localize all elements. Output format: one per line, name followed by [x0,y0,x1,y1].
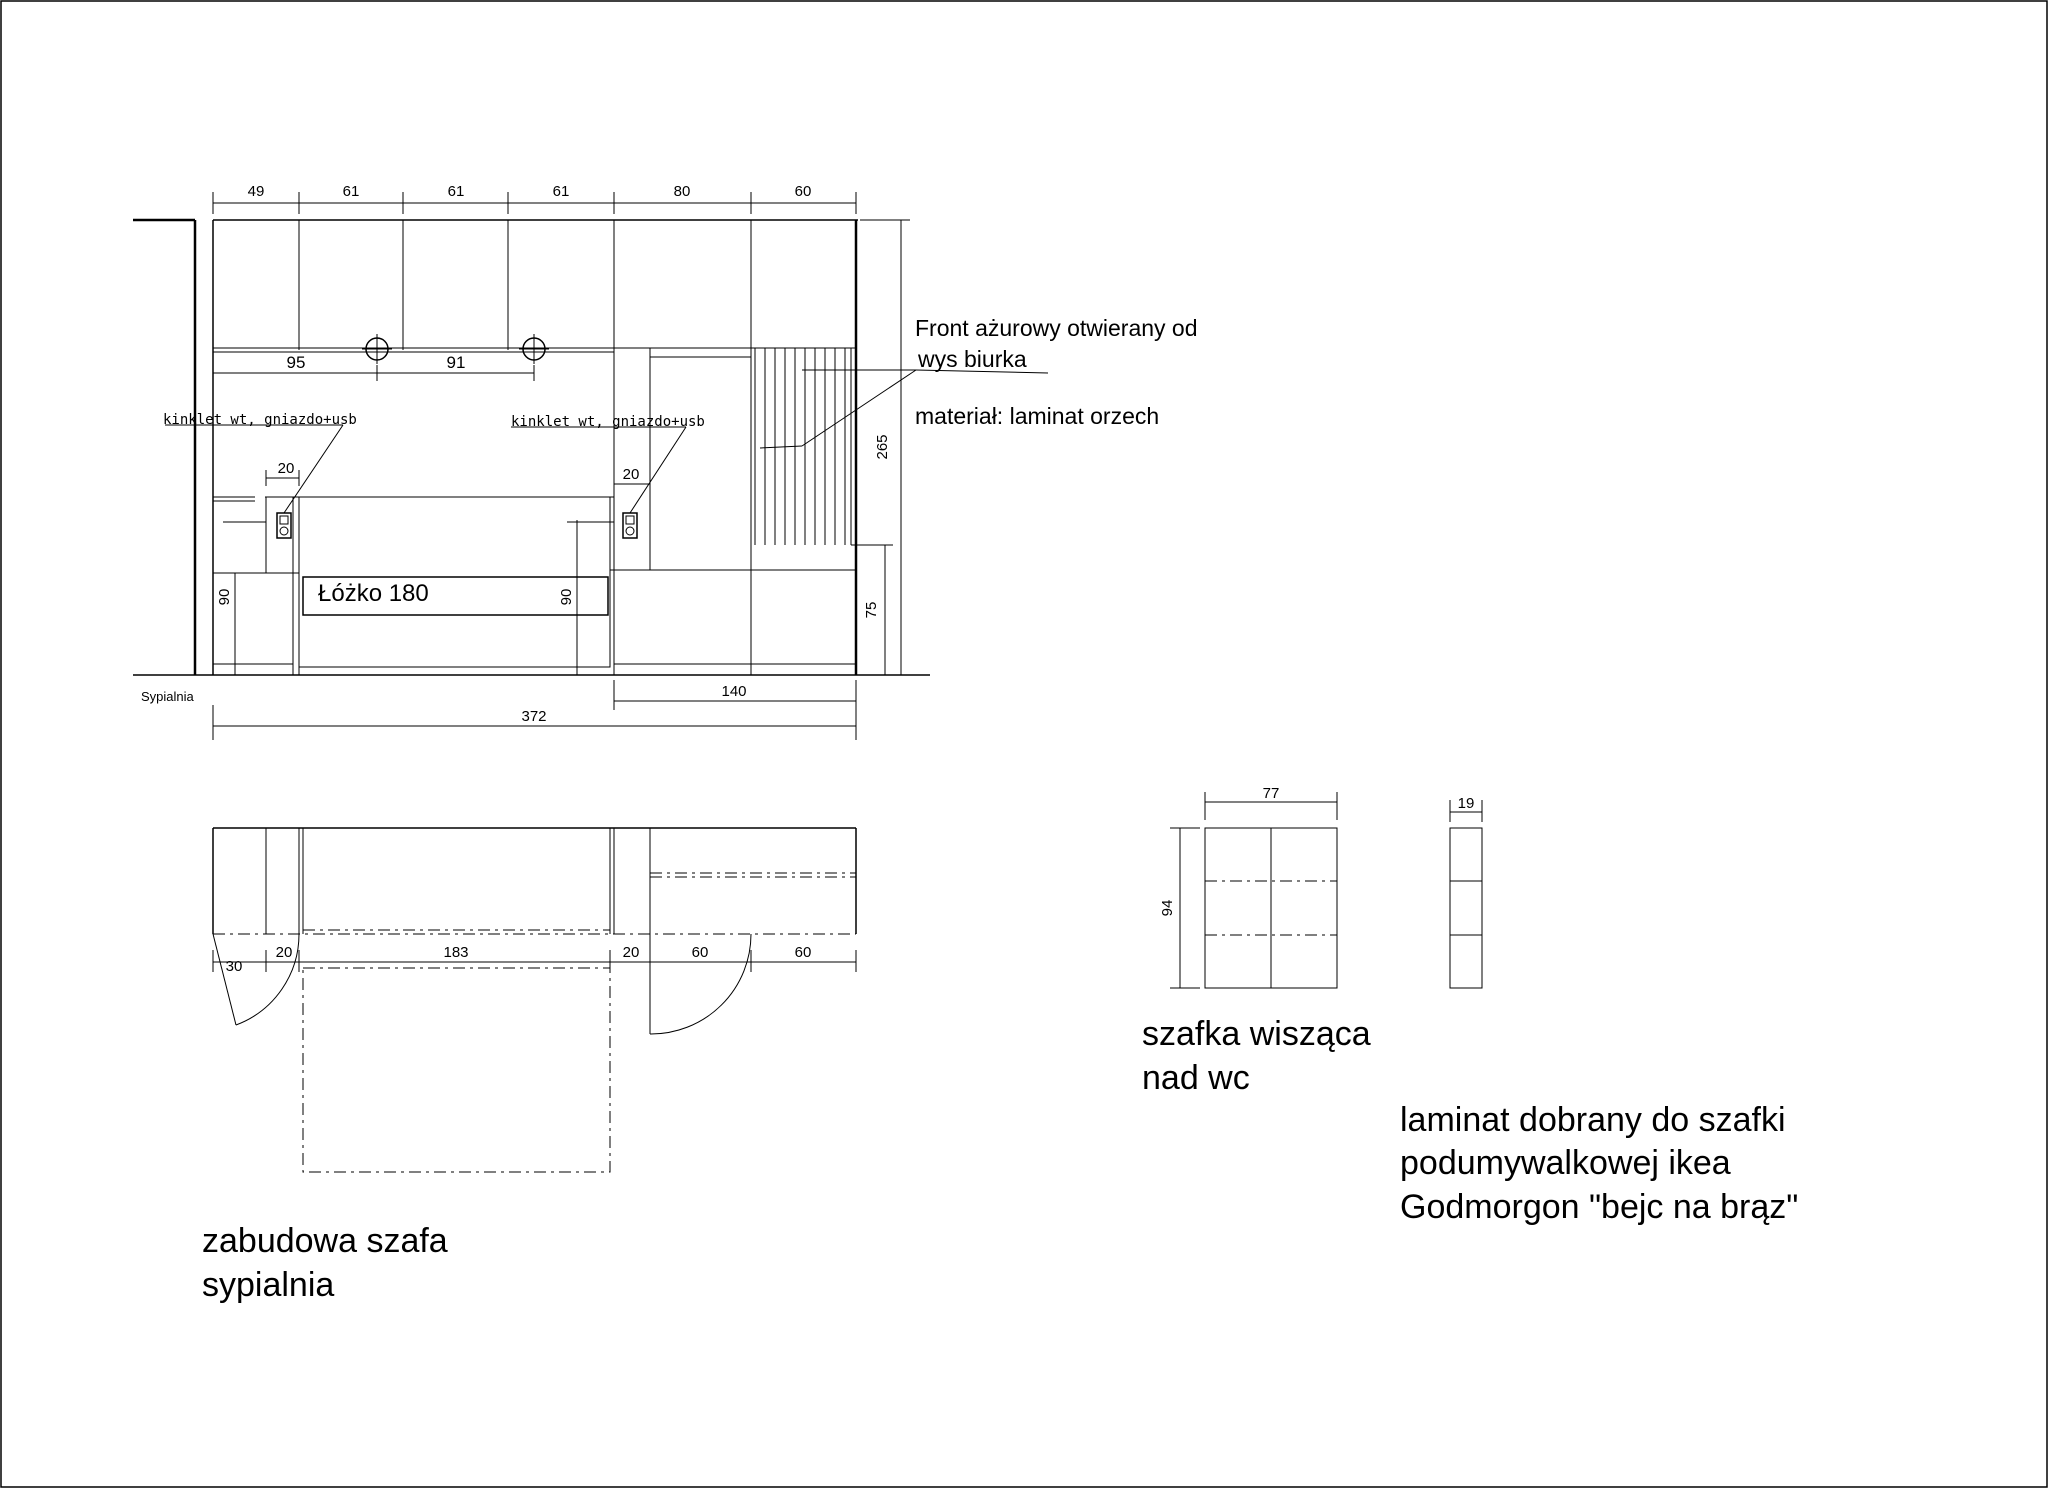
dim-total-width: 372 [521,708,546,725]
height-dims: 90 90 265 75 [216,219,910,676]
upper-panel-dividers [213,220,856,675]
front-note-line1: Front ażurowy otwierany od [915,315,1198,341]
socket-left [223,512,292,539]
plan-dim-5: 60 [692,944,709,961]
wall-lamp-points [362,334,549,364]
cabinet-depth-dim: 19 [1458,795,1475,812]
front-note-line2: wys biurka [917,346,1027,372]
cabinet-title-line2: nad wc [1142,1059,1250,1097]
dim-height-niche: 90 [216,589,233,606]
laminate-note-line1: laminat dobrany do szafki [1400,1101,1786,1139]
cabinet-height-dim: 94 [1159,900,1176,917]
bed-outline [302,967,611,1173]
hanging-cabinet: 77 94 19 szafka wisząca nad wc [1142,785,1483,1097]
wardrobe-plan-view: 30 20 183 20 60 60 zabudowa szafa sypial… [202,827,857,1304]
plan-dim-1: 30 [226,958,243,975]
plan-title-line2: sypialnia [202,1266,334,1304]
dim-top-4: 61 [553,183,570,200]
headboard-and-bed [298,496,614,668]
side-panel-dims: 20 20 [265,460,651,492]
plan-dim-3: 183 [443,944,468,961]
headboard [298,496,611,668]
dim-lamp-left: 95 [287,353,306,372]
wardrobe-elevation: 49 61 61 61 80 60 95 91 20 20 [133,183,1198,740]
bed-frame [302,576,609,616]
dim-top-1: 49 [248,183,265,200]
cabinet-title-line1: szafka wisząca [1142,1015,1371,1053]
kinklet-label-right: kinklet wt, gniazdo+usb [511,414,705,430]
lamp-spacing-dims: 95 91 [212,353,535,381]
dim-top-6: 60 [795,183,812,200]
cabinet-side-view [1449,827,1483,989]
cabinet-width-dim: 77 [1263,785,1280,802]
dim-top-2: 61 [343,183,360,200]
laminate-note-line3: Godmorgon "bejc na brąz" [1400,1188,1798,1226]
dim-left-niche: 20 [278,460,295,477]
dim-top-5: 80 [674,183,691,200]
plan-dim-4: 20 [623,944,640,961]
kinklet-label-left: kinklet wt, gniazdo+usb [163,412,357,428]
laminate-note: laminat dobrany do szafki podumywalkowej… [1400,1101,1798,1226]
bed-label: Łóżko 180 [318,580,429,607]
openwork-front-slats [754,348,860,546]
dim-right-niche: 20 [623,466,640,483]
dim-height-desk: 75 [863,602,880,619]
plan-title-line1: zabudowa szafa [202,1222,448,1260]
dim-lamp-between: 91 [447,353,466,372]
top-dimension-chain: 49 61 61 61 80 60 [212,183,857,214]
plan-dim-6: 60 [795,944,812,961]
dim-top-3: 61 [448,183,465,200]
laminate-note-line2: podumywalkowej ikea [1400,1144,1731,1182]
material-note: materiał: laminat orzech [915,403,1159,429]
bottom-dims: 140 372 [212,680,857,740]
dim-height-socket: 90 [558,589,575,606]
dim-desk-width: 140 [721,683,746,700]
plan-dim-2: 20 [276,944,293,961]
room-label: Sypialnia [141,689,195,704]
door-swing-left [212,933,237,1026]
dim-height-total: 265 [874,434,891,459]
